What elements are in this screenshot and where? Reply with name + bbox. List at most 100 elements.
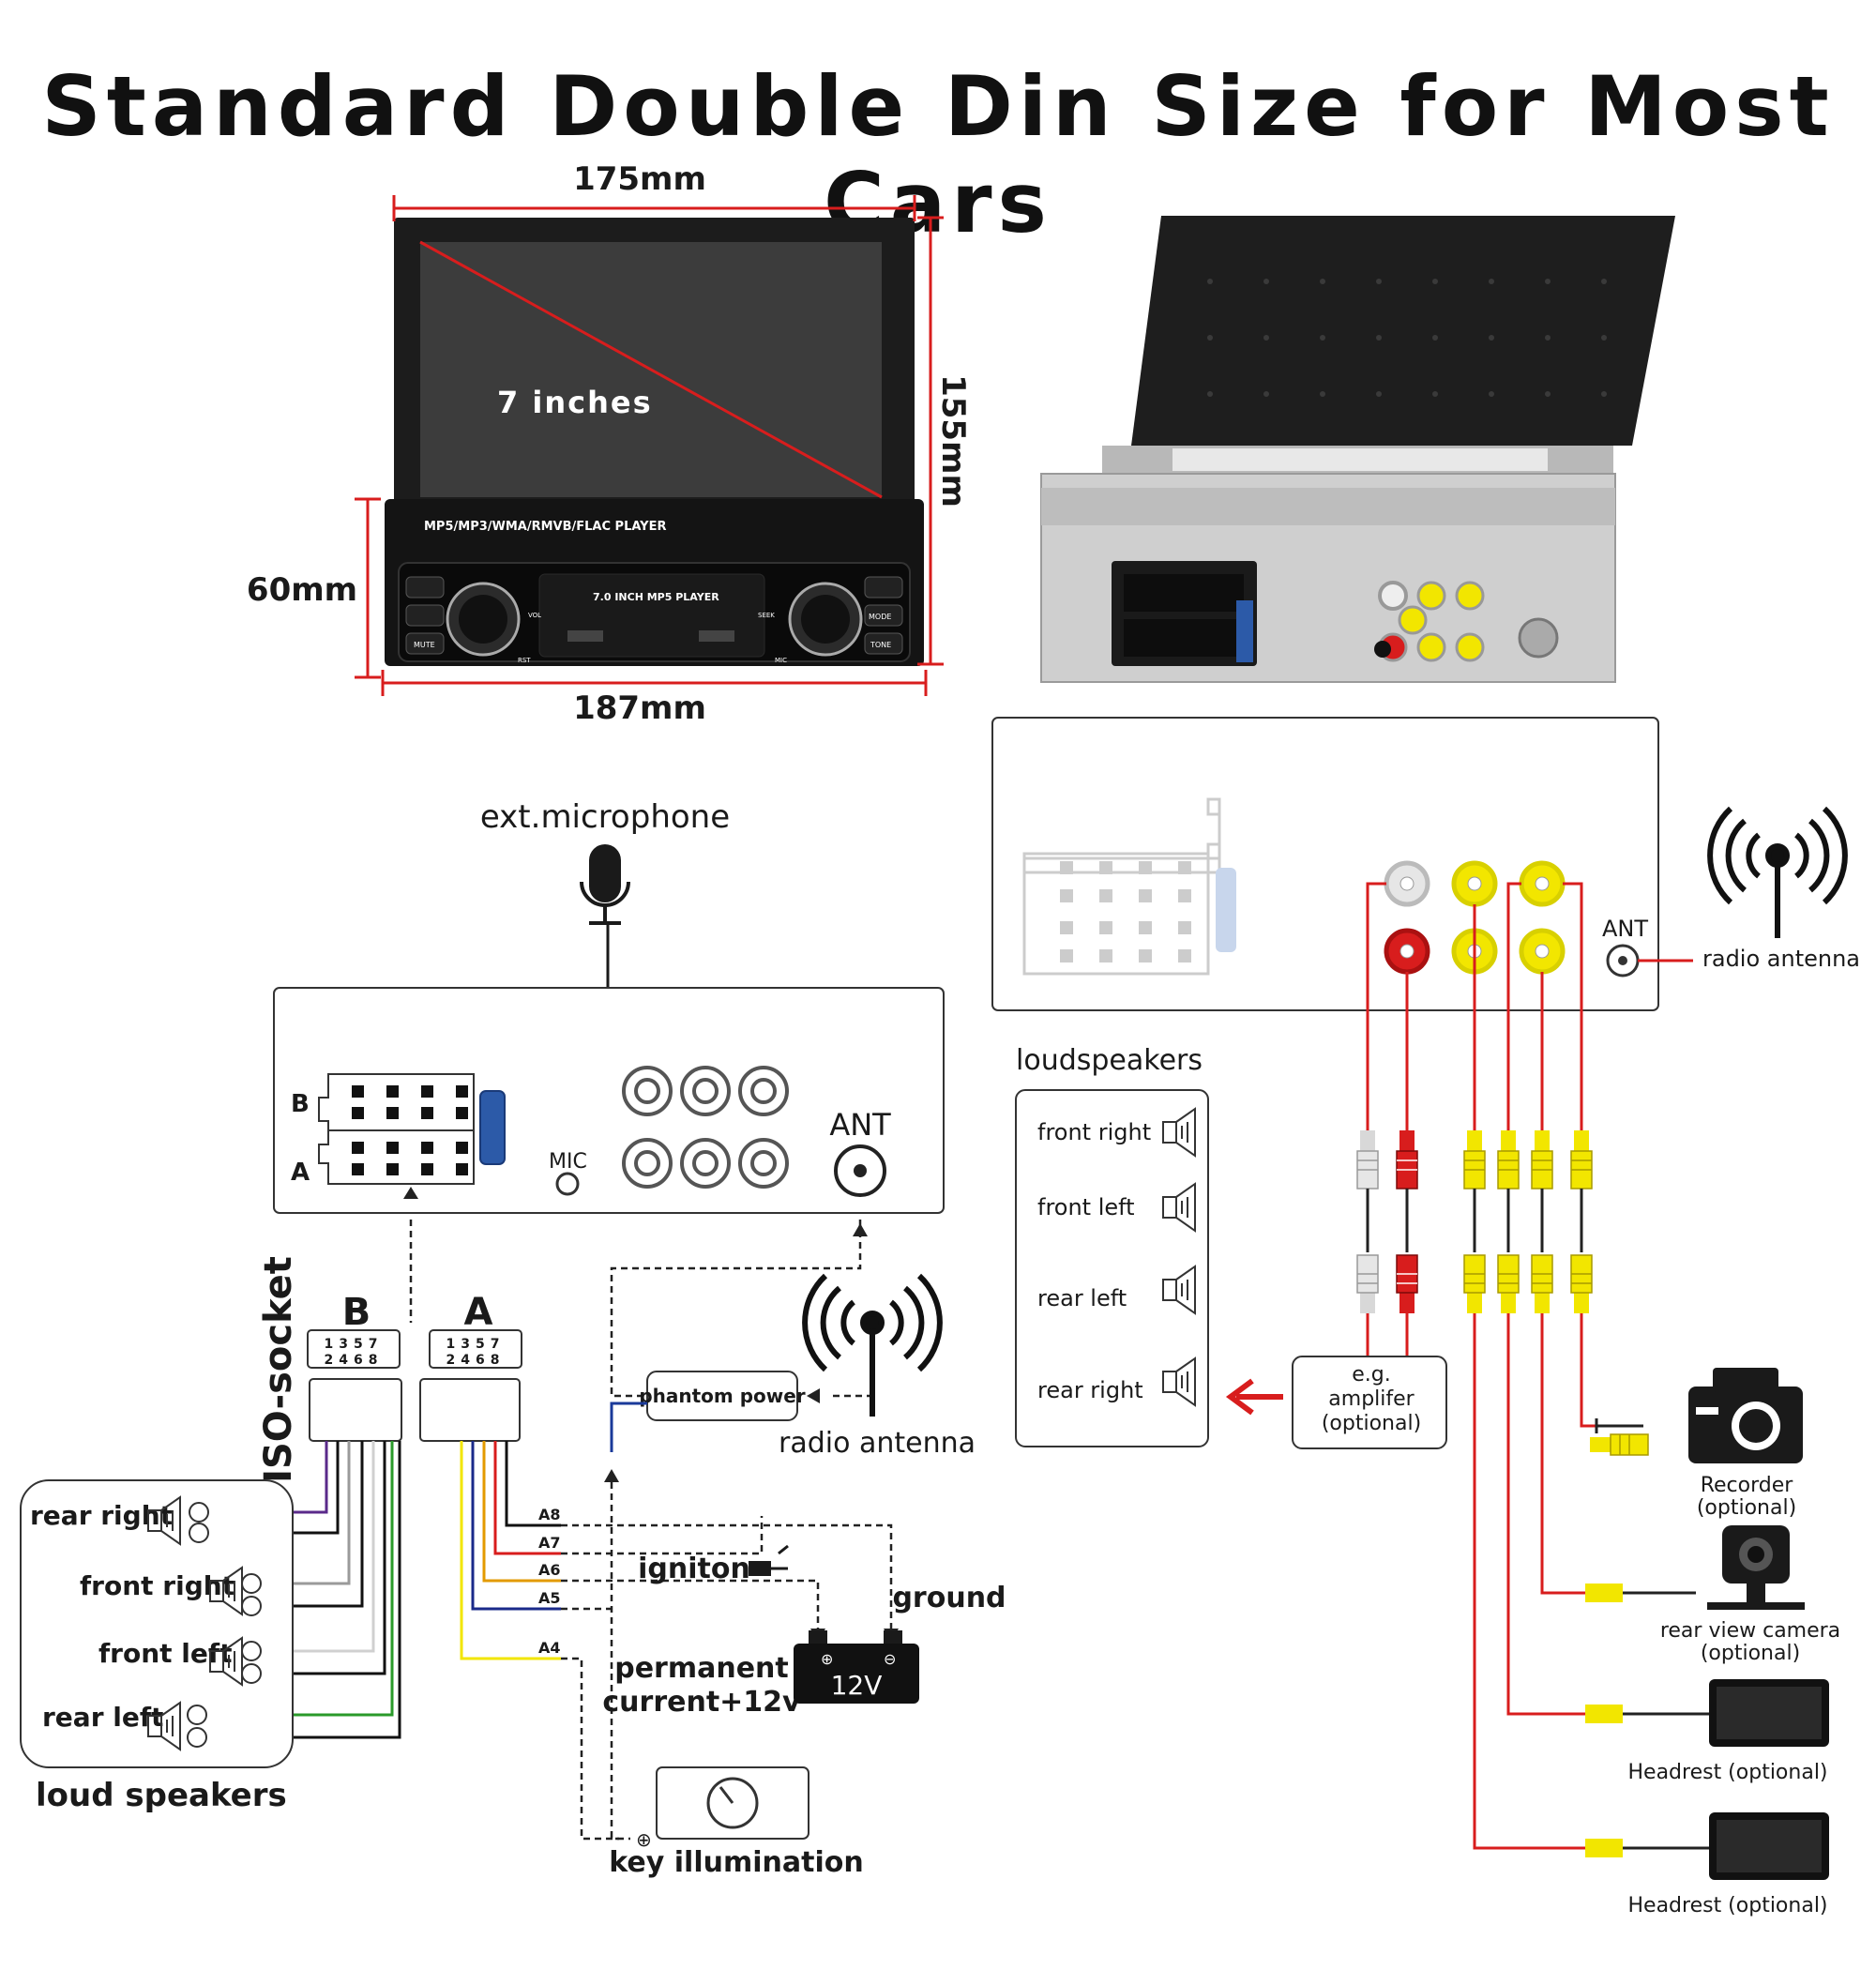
- power-wires: [460, 1441, 561, 1660]
- speaker-front-left: front left: [98, 1638, 232, 1669]
- amp-line-2: amplifer: [1328, 1387, 1415, 1411]
- rear-radio-antenna-label: radio antenna: [1702, 946, 1860, 972]
- rca-wires: [1366, 882, 1583, 1133]
- rear-panel-schematic: [991, 717, 1659, 1011]
- recorder-icon: [1589, 1368, 1803, 1463]
- recorder-optional: (optional): [1697, 1496, 1796, 1520]
- ext-mic-label: ext.microphone: [480, 798, 730, 836]
- pin-row-top-a: 1357: [446, 1337, 506, 1352]
- iso-socket-label: ISO-socket: [257, 1256, 300, 1483]
- rca-plugs-upper: [1356, 1129, 1593, 1190]
- rear-camera-optional: (optional): [1701, 1642, 1800, 1665]
- tone-label: TONE: [870, 641, 891, 649]
- amplifier-box: [1292, 1356, 1447, 1449]
- mic-label: MIC: [775, 657, 787, 664]
- iso-b-label: B: [342, 1291, 371, 1334]
- ls-rear-left: rear left: [1037, 1285, 1127, 1311]
- svg-text:⊕: ⊕: [821, 1650, 833, 1668]
- seek-label: SEEK: [758, 612, 775, 619]
- iso-a-label: A: [464, 1291, 493, 1334]
- pin-a4: A4: [538, 1639, 561, 1657]
- front-unit: 7 inches MP5/MP3/WMA/RMVB/FLAC PLAYER 7.…: [385, 218, 924, 666]
- mute-label: MUTE: [414, 641, 435, 649]
- headrest-1-icon: [1585, 1679, 1829, 1747]
- loudspeakers-box: [1015, 1089, 1209, 1447]
- battery-icon: ⊕ ⊖: [794, 1630, 919, 1704]
- rear-ant-label: ANT: [1602, 916, 1648, 942]
- loudspeakers-title: loudspeakers: [1016, 1044, 1203, 1077]
- speakers-box: [20, 1479, 294, 1768]
- pin-a5: A5: [538, 1589, 561, 1607]
- pin-a8: A8: [538, 1506, 561, 1523]
- key-icon: [749, 1544, 789, 1576]
- home-button[interactable]: [405, 576, 445, 599]
- pin-row-bottom-a: 2468: [446, 1353, 506, 1368]
- rear-camera-label: rear view camera: [1660, 1619, 1840, 1643]
- pin-a7: A7: [538, 1534, 561, 1552]
- rca-mid-cables: [1366, 1189, 1583, 1252]
- ant-label: ANT: [829, 1107, 891, 1143]
- speaker-rear-left: rear left: [42, 1702, 163, 1733]
- call-button[interactable]: [864, 576, 903, 599]
- mic-jack: [555, 1172, 580, 1196]
- ground-label: ground: [892, 1582, 1006, 1614]
- key-illumination-label: key illumination: [609, 1846, 863, 1879]
- plus-symbol: ⊕: [636, 1828, 652, 1851]
- rear-unit-photo: [1040, 216, 1675, 683]
- ls-rear-right: rear right: [1037, 1377, 1143, 1403]
- loud-speakers-label: loud speakers: [36, 1777, 287, 1814]
- diagonal-line: [419, 240, 883, 499]
- phantom-power-label: phantom power: [639, 1385, 805, 1407]
- amp-line-3: (optional): [1322, 1412, 1421, 1435]
- headrest-2-icon: [1585, 1812, 1829, 1880]
- bottom-width-label: 187mm: [573, 690, 706, 727]
- igniton-label: igniton: [638, 1553, 750, 1585]
- pin-row-bottom-b: 2468: [325, 1353, 384, 1368]
- headrest-2-label: Headrest (optional): [1627, 1894, 1827, 1917]
- ls-front-left: front left: [1037, 1194, 1135, 1220]
- mode-button[interactable]: [864, 604, 903, 627]
- microphone-icon: [580, 844, 630, 925]
- svg-text:⊖: ⊖: [884, 1650, 896, 1668]
- power-button[interactable]: [405, 604, 445, 627]
- mode-label: MODE: [869, 613, 891, 621]
- vol-label: VOL: [528, 612, 541, 619]
- speaker-front-right: front right: [80, 1570, 234, 1601]
- battery-label: 12V: [831, 1670, 883, 1701]
- device-wires: [1366, 1313, 1596, 1850]
- rst-label: RST: [518, 657, 531, 664]
- radio-antenna-icon: [802, 1273, 943, 1417]
- arrow-left-icon: [1225, 1378, 1283, 1416]
- permanent-label-2: current+12v: [602, 1686, 801, 1719]
- mute-button[interactable]: [405, 632, 445, 655]
- radio-antenna-icon: [1707, 806, 1848, 938]
- height-label: 155mm: [934, 374, 972, 508]
- depth-label: 60mm: [247, 571, 357, 609]
- permanent-label-1: permanent: [614, 1652, 789, 1685]
- iso-connector-a: [419, 1378, 521, 1442]
- iso-connector-b: [309, 1378, 402, 1442]
- top-width-label: 175mm: [573, 160, 706, 198]
- pin-row-top-b: 1357: [325, 1337, 384, 1352]
- dimension-lines: [355, 195, 944, 696]
- mic-socket-label: MIC: [549, 1150, 587, 1174]
- page-title: Standard Double Din Size for Most Cars: [41, 58, 1835, 251]
- rca-jacks-schematic: [622, 1066, 789, 1189]
- screen-size-label: 7 inches: [497, 385, 653, 420]
- rear-camera-icon: [1585, 1525, 1805, 1610]
- socket-a-label: A: [291, 1159, 310, 1187]
- speaker-rear-right: rear right: [30, 1500, 173, 1531]
- player-label: MP5/MP3/WMA/RMVB/FLAC PLAYER: [424, 520, 667, 534]
- wiring-radio-antenna-label: radio antenna: [779, 1427, 976, 1460]
- dashed-connectors: [409, 1220, 893, 1841]
- blue-tab: [479, 1090, 506, 1165]
- headrest-1-label: Headrest (optional): [1627, 1761, 1827, 1784]
- tone-button[interactable]: [864, 632, 903, 655]
- socket-b-label: B: [291, 1090, 310, 1118]
- ls-front-right: front right: [1037, 1119, 1151, 1145]
- phantom-power-box: [646, 1371, 798, 1421]
- rca-plugs-lower: [1356, 1254, 1593, 1314]
- amp-line-1: e.g.: [1352, 1363, 1391, 1387]
- recorder-label: Recorder: [1701, 1474, 1794, 1497]
